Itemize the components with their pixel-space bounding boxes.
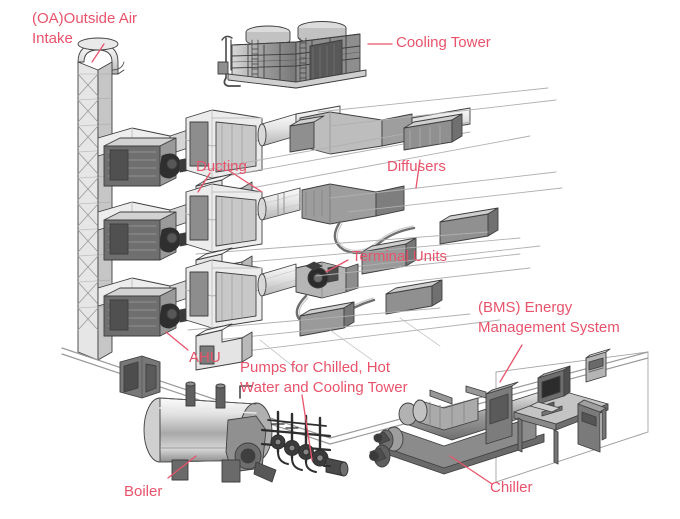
- bms-graphic: [513, 348, 611, 465]
- pumps-graphic: [260, 410, 349, 477]
- label-ducting: Ducting: [196, 158, 247, 175]
- label-outside-air-intake-line2: Intake: [32, 30, 73, 47]
- leader-terminal-units: [325, 259, 349, 273]
- label-boiler: Boiler: [124, 483, 163, 500]
- label-cooling-tower: Cooling Tower: [396, 34, 491, 51]
- label-terminal-units: Terminal Units: [352, 248, 448, 265]
- boiler-graphic: [119, 355, 277, 483]
- floor-2-group: [97, 171, 563, 295]
- label-bms-line1: (BMS) Energy: [478, 299, 573, 316]
- label-bms-line2: Management System: [478, 319, 620, 336]
- leader-pumps: [301, 394, 313, 461]
- label-ahu: AHU: [189, 349, 221, 366]
- label-pumps-line2: Water and Cooling Tower: [240, 379, 408, 396]
- leader-lines: [91, 43, 523, 485]
- leader-ahu: [165, 331, 189, 351]
- label-outside-air-intake-line1: (OA)Outside Air: [32, 10, 138, 27]
- leader-ducting-b: [227, 169, 263, 193]
- chiller-graphic: [369, 381, 545, 475]
- label-pumps-line1: Pumps for Chilled, Hot: [240, 359, 391, 376]
- leader-ducting-a: [197, 172, 211, 193]
- leader-outside-air: [91, 43, 105, 63]
- label-diffusers: Diffusers: [387, 158, 446, 175]
- label-chiller: Chiller: [490, 479, 533, 496]
- leader-chiller: [449, 455, 493, 485]
- leader-bms: [499, 344, 523, 383]
- leader-boiler: [167, 455, 197, 479]
- floor-3-group: [97, 253, 531, 373]
- cooling-tower-graphic: [217, 21, 367, 89]
- leader-diffusers: [415, 159, 421, 189]
